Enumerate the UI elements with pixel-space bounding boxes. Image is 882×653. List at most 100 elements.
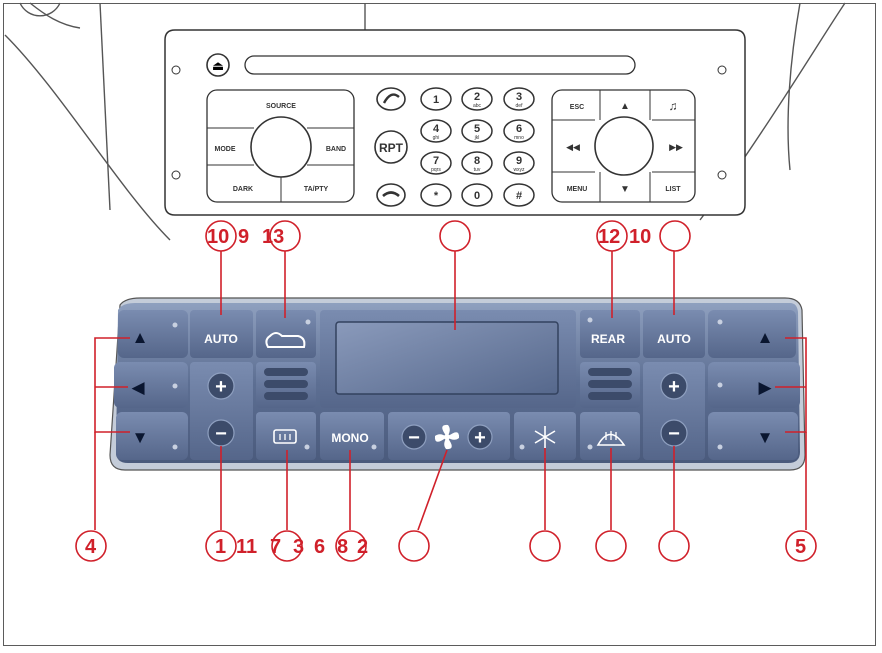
list-button[interactable]: LIST	[665, 186, 681, 193]
keypad-letters: mno	[514, 135, 524, 141]
source-button[interactable]: SOURCE	[266, 103, 296, 110]
svg-text:−: −	[408, 427, 420, 449]
callout-number: 1	[215, 536, 226, 558]
fan-increase-button[interactable]: +	[467, 424, 493, 450]
keypad-digit: 0	[474, 190, 480, 202]
keypad-key[interactable]: 1	[420, 87, 452, 111]
fan-icon	[434, 424, 460, 450]
volume-knob[interactable]	[250, 116, 312, 178]
keypad-digit: 2	[474, 91, 480, 103]
phone-hangup-icon	[382, 191, 400, 198]
climate-control-panel: ▲ ◀ ▼ AUTO +	[109, 297, 806, 471]
keypad-letters: abc	[473, 103, 482, 109]
rpt-button[interactable]: RPT	[374, 130, 408, 164]
recirculation-button[interactable]	[256, 310, 316, 358]
call-answer-button[interactable]	[376, 87, 406, 111]
keypad-letters: def	[516, 103, 524, 109]
keypad-digit: 7	[433, 155, 439, 167]
keypad-digit: #	[516, 190, 522, 202]
down-button[interactable]: ▼	[620, 184, 630, 195]
navigation-knob[interactable]	[594, 116, 654, 176]
left-control-cluster: SOURCE MODE BAND DARK TA/PTY	[206, 89, 355, 203]
keypad-digit: 9	[516, 155, 522, 167]
recirculation-icon	[265, 332, 306, 348]
right-vent-centre-button[interactable]: ▶	[708, 362, 800, 408]
left-temp-minus-button[interactable]: −	[207, 419, 235, 447]
callout-number: 2	[357, 536, 368, 558]
snowflake-icon	[534, 426, 556, 448]
menu-button[interactable]: MENU	[567, 186, 588, 193]
svg-text:REAR: REAR	[591, 332, 625, 346]
callout-numbers: 10 9 13 12 10 4 1 11 7 3 6 8 2 5	[85, 226, 806, 558]
right-vent-down-button[interactable]: ▼	[708, 412, 798, 460]
callout-number: 6	[314, 536, 325, 558]
keypad-digit: 5	[474, 123, 480, 135]
callout-number: 3	[293, 536, 304, 558]
windscreen-defrost-button[interactable]	[580, 412, 640, 460]
arrow-left-icon: ◀	[131, 378, 145, 397]
callout-number: 9	[238, 226, 249, 248]
rewind-button[interactable]: ◀◀	[566, 142, 580, 152]
svg-text:RPT: RPT	[379, 141, 404, 155]
keypad-digit: *	[434, 190, 439, 202]
callout-number: 10	[629, 226, 651, 248]
arrow-down-icon: ▼	[757, 428, 774, 447]
left-temp-plus-button[interactable]: +	[207, 372, 235, 400]
left-vent-centre-button[interactable]: ◀	[114, 362, 188, 408]
keypad-digit: 8	[474, 155, 480, 167]
figure-frame	[3, 3, 876, 646]
up-button[interactable]: ▲	[620, 101, 630, 112]
callout-number: 7	[270, 536, 281, 558]
arrow-up-icon: ▲	[132, 328, 149, 347]
mode-button[interactable]: MODE	[215, 146, 236, 153]
keypad-key[interactable]: *	[420, 183, 452, 207]
call-end-button[interactable]	[376, 183, 406, 207]
callout-number: 4	[85, 536, 97, 558]
music-button[interactable]: ♫	[669, 99, 678, 113]
ta-pty-button[interactable]: TA/PTY	[304, 186, 329, 193]
svg-text:−: −	[668, 423, 680, 445]
rear-button[interactable]: REAR	[580, 310, 640, 358]
esc-button[interactable]: ESC	[570, 104, 584, 111]
dark-button[interactable]: DARK	[233, 186, 253, 193]
right-control-cluster: ESC ▲ ♫ ◀◀ ▶▶ MENU ▼ LIST	[551, 89, 696, 203]
keypad-digit: 3	[516, 91, 522, 103]
auto-right-button[interactable]: AUTO	[643, 310, 705, 358]
mono-button[interactable]: MONO	[320, 412, 384, 460]
ac-compressor-button[interactable]	[514, 412, 576, 460]
keypad-key[interactable]: #	[503, 183, 535, 207]
left-vent-down-button[interactable]: ▼	[116, 412, 188, 460]
svg-text:+: +	[215, 376, 227, 398]
eject-button[interactable]: ⏏	[206, 53, 230, 77]
keypad-key[interactable]: 0	[461, 183, 493, 207]
arrow-up-icon: ▲	[757, 328, 774, 347]
callout-number: 13	[262, 226, 284, 248]
svg-text:AUTO: AUTO	[657, 332, 691, 346]
right-vent-up-button[interactable]: ▲	[708, 310, 796, 358]
right-temp-plus-button[interactable]: +	[660, 372, 688, 400]
svg-text:+: +	[668, 376, 680, 398]
fan-decrease-button[interactable]: −	[401, 424, 427, 450]
fast-forward-button[interactable]: ▶▶	[669, 142, 683, 152]
rear-window-heater-icon	[273, 429, 297, 444]
callout-number: 5	[795, 536, 806, 558]
rear-defrost-button[interactable]	[256, 412, 316, 460]
band-button[interactable]: BAND	[326, 146, 346, 153]
phone-answer-icon	[382, 93, 400, 104]
callout-number: 10	[207, 226, 229, 248]
svg-text:AUTO: AUTO	[204, 332, 238, 346]
svg-text:+: +	[474, 427, 486, 449]
svg-text:−: −	[215, 423, 227, 445]
right-temp-minus-button[interactable]: −	[660, 419, 688, 447]
auto-left-button[interactable]: AUTO	[190, 310, 253, 358]
cd-slot[interactable]	[244, 55, 636, 75]
left-vent-up-button[interactable]: ▲	[118, 310, 188, 358]
